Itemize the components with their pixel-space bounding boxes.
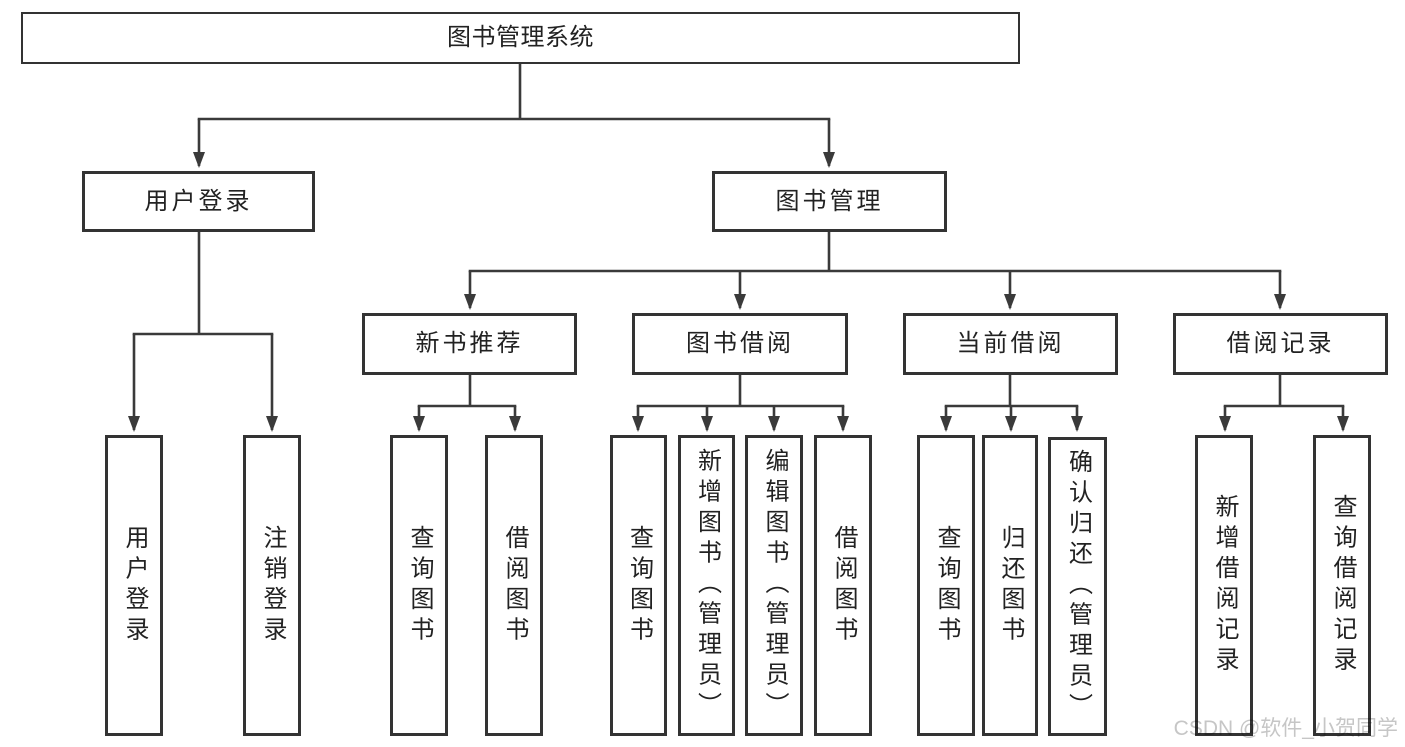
leaf-query-borrow-record: 查询借阅记录 — [1313, 435, 1371, 736]
leaf-logout: 注销登录 — [243, 435, 301, 736]
leaf-edit-books-admin: 编辑图书（管理员） — [745, 435, 803, 736]
node-label: 新增借阅记录 — [1211, 494, 1238, 677]
node-label: 图书管理系统 — [447, 24, 594, 51]
leaf-query-books-recommend: 查询图书 — [390, 435, 448, 736]
csdn-watermark: CSDN @软件_小贺同学 — [1173, 717, 1398, 740]
leaf-return-books: 归还图书 — [982, 435, 1038, 736]
node-library-management-system: 图书管理系统 — [21, 12, 1020, 64]
node-label: 用户登录 — [121, 524, 148, 647]
leaf-borrow-books-recommend: 借阅图书 — [485, 435, 543, 736]
leaf-borrow-books-borrowing: 借阅图书 — [814, 435, 872, 736]
node-borrowing-records: 借阅记录 — [1173, 313, 1388, 375]
leaf-confirm-return-admin: 确认归还（管理员） — [1048, 437, 1107, 736]
node-new-book-recommendation: 新书推荐 — [362, 313, 577, 375]
node-current-borrowing: 当前借阅 — [903, 313, 1118, 375]
leaf-user-login: 用户登录 — [105, 435, 163, 736]
node-label: 注销登录 — [259, 524, 286, 647]
node-label: 当前借阅 — [956, 330, 1065, 357]
node-label: 确认归还（管理员） — [1064, 449, 1092, 724]
node-label: 查询图书 — [625, 524, 653, 647]
tree-branch-lines — [132, 62, 1345, 408]
node-label: 图书管理 — [775, 187, 884, 215]
node-label: 查询图书 — [933, 524, 960, 647]
leaf-query-books-borrowing: 查询图书 — [610, 435, 667, 736]
leaf-query-books-current: 查询图书 — [917, 435, 975, 736]
node-label: 借阅图书 — [830, 524, 857, 647]
node-label: 新书推荐 — [415, 330, 524, 357]
node-label: 用户登录 — [144, 187, 253, 215]
node-user-login: 用户登录 — [82, 171, 315, 232]
leaf-add-borrow-record: 新增借阅记录 — [1195, 435, 1253, 736]
node-label: 新增图书（管理员） — [693, 448, 721, 723]
node-book-borrowing: 图书借阅 — [632, 313, 848, 375]
node-book-management: 图书管理 — [712, 171, 947, 232]
node-label: 借阅记录 — [1226, 330, 1335, 357]
node-label: 借阅图书 — [501, 524, 528, 647]
leaf-add-books-admin: 新增图书（管理员） — [678, 435, 735, 736]
node-label: 查询借阅记录 — [1329, 494, 1356, 677]
node-label: 归还图书 — [997, 524, 1024, 647]
node-label: 编辑图书（管理员） — [761, 448, 788, 723]
node-label: 图书借阅 — [686, 330, 794, 357]
node-label: 查询图书 — [406, 524, 433, 647]
